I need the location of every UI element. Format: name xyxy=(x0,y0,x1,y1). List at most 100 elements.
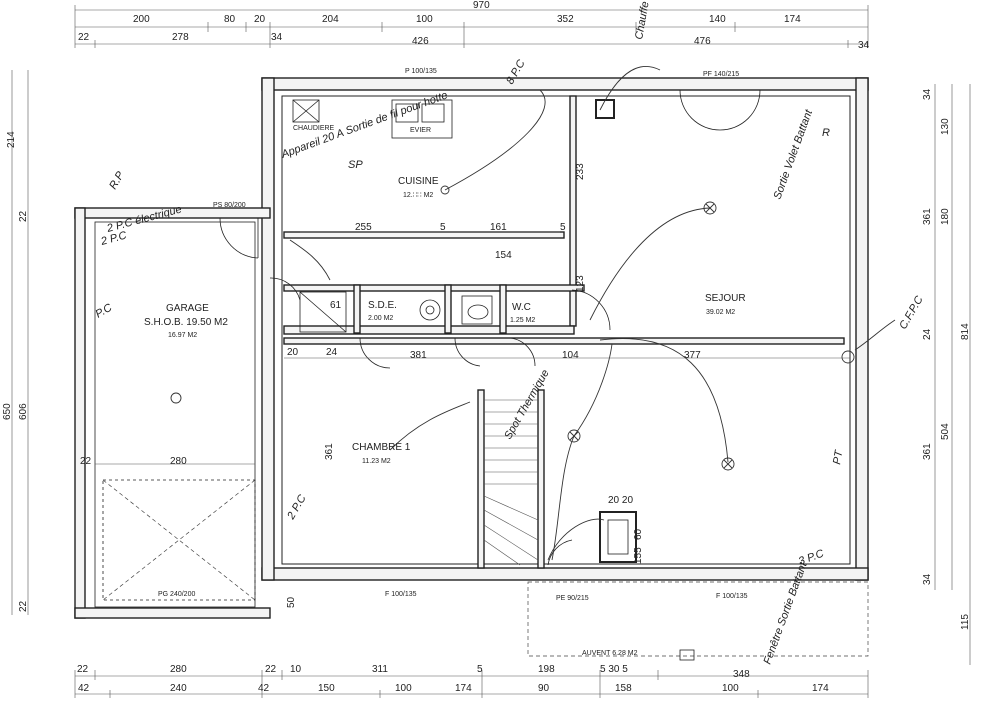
fixtures: CHAUDIERE EVIER 61 xyxy=(102,99,869,661)
annotation: P.C xyxy=(94,302,115,321)
dim-right: 180 xyxy=(940,208,951,225)
dim-interior: 61 xyxy=(330,300,342,311)
room-garage-area: 16.97 M2 xyxy=(168,332,197,339)
walls xyxy=(74,77,869,619)
dim-interior: 24 xyxy=(326,347,338,358)
dim-bottom: 22 xyxy=(265,664,277,675)
room-garage-shob: S.H.O.B. 19.50 M2 xyxy=(144,317,228,328)
dim-top: 34 xyxy=(271,32,283,43)
opening-label: P 100/135 xyxy=(405,68,437,75)
dim-bottom: 240 xyxy=(170,683,187,694)
dim-bottom: 10 xyxy=(290,664,302,675)
dim-right: 504 xyxy=(940,423,951,440)
dim-left: 22 xyxy=(80,456,92,467)
dim-top-total: 970 xyxy=(473,0,490,11)
annotation: Chauffe xyxy=(633,0,652,40)
dim-interior: 155 xyxy=(633,547,644,564)
dim-interior: 123 xyxy=(575,275,586,292)
dim-interior: 377 xyxy=(684,350,701,361)
room-sde-area: 2.00 M2 xyxy=(368,315,393,322)
dim-right: 115 xyxy=(960,614,971,630)
dim-bottom: 158 xyxy=(615,683,632,694)
dim-bottom: 174 xyxy=(455,683,472,694)
evier-label: EVIER xyxy=(410,127,431,134)
dim-top: 204 xyxy=(322,14,339,25)
annotation: R.P xyxy=(107,169,127,191)
dim-interior: 233 xyxy=(575,163,586,180)
dim-interior: 280 xyxy=(170,456,187,467)
dim-interior: 20 20 xyxy=(608,495,633,506)
dim-bottom: 22 xyxy=(77,664,89,675)
dim-bottom: 280 xyxy=(170,664,187,675)
room-cuisine-area: 12.∷∷ M2 xyxy=(403,192,433,199)
dim-right: 361 xyxy=(922,443,933,460)
dim-right: 361 xyxy=(922,208,933,225)
room-cuisine-name: CUISINE xyxy=(398,176,439,187)
dim-bottom: 348 xyxy=(733,669,750,680)
opening-label: F 100/135 xyxy=(385,591,417,598)
annotation: 3 P.C xyxy=(797,548,826,568)
dim-bottom: 174 xyxy=(812,683,829,694)
room-wc-name: W.C xyxy=(512,302,531,313)
dim-top: 278 xyxy=(172,32,189,43)
dim-top: 22 xyxy=(78,32,90,43)
room-wc-area: 1.25 M2 xyxy=(510,317,535,324)
dim-left: 214 xyxy=(6,131,17,148)
dim-top: 174 xyxy=(784,14,801,25)
dim-interior: 154 xyxy=(495,250,512,261)
dim-top: 352 xyxy=(557,14,574,25)
annotation: 2 P.C xyxy=(285,493,309,523)
opening-label: PF 140/215 xyxy=(703,71,739,78)
dim-interior: 5 xyxy=(440,222,446,233)
opening-label: PS 80/200 xyxy=(213,202,246,209)
dim-top: 140 xyxy=(709,14,726,25)
dim-top: 34 xyxy=(858,40,870,51)
dim-interior: 20 xyxy=(287,347,299,358)
chaudiere-label: CHAUDIERE xyxy=(293,125,335,132)
dim-bottom: 311 xyxy=(372,664,388,675)
dim-bottom: 90 xyxy=(538,683,550,694)
dim-bottom: 198 xyxy=(538,664,555,675)
dim-right: 24 xyxy=(922,328,933,340)
dim-top: 20 xyxy=(254,14,266,25)
dim-bottom: 100 xyxy=(722,683,739,694)
dim-left: 650 xyxy=(2,403,13,420)
annotation: SP xyxy=(348,159,363,171)
opening-label: F 100/135 xyxy=(716,593,748,600)
dim-interior: 50 xyxy=(286,596,297,608)
dim-bottom: 100 xyxy=(395,683,412,694)
dim-interior: 255 xyxy=(355,222,372,233)
room-sejour-name: SEJOUR xyxy=(705,293,746,304)
opening-label: PE 90/215 xyxy=(556,595,589,602)
annotation: PT xyxy=(831,448,845,465)
doors xyxy=(219,89,761,566)
auvent-label: AUVENT 6.28 M2 xyxy=(582,650,638,657)
dim-interior: 381 xyxy=(410,350,427,361)
annotation: Sortie Volet Battant xyxy=(772,107,816,201)
dim-interior: 60 xyxy=(633,528,644,540)
room-sejour-area: 39.02 M2 xyxy=(706,309,735,316)
dim-bottom: 5 xyxy=(477,664,483,675)
annotation: R xyxy=(822,127,830,139)
room-labels: CUISINE 12.∷∷ M2 SEJOUR 39.02 M2 GARAGE … xyxy=(144,176,746,465)
dim-right: 814 xyxy=(960,323,971,340)
dim-left: 22 xyxy=(18,600,29,612)
room-sde-name: S.D.E. xyxy=(368,300,397,311)
dim-left: 22 xyxy=(18,210,29,222)
dim-top: 200 xyxy=(133,14,150,25)
dim-interior: 361 xyxy=(324,443,335,460)
opening-labels: P 100/135 PF 140/215 PS 80/200 PG 240/20… xyxy=(158,68,748,602)
room-garage-name: GARAGE xyxy=(166,303,209,314)
dim-top: 80 xyxy=(224,14,236,25)
dim-top: 426 xyxy=(412,36,429,47)
dim-bottom: 42 xyxy=(78,683,90,694)
dim-top: 100 xyxy=(416,14,433,25)
dimension-lines: 970 200 80 20 204 100 352 140 174 22 278… xyxy=(2,0,971,698)
dim-top: 476 xyxy=(694,36,711,47)
annotation: C.F.P.C xyxy=(897,294,926,331)
dim-right: 34 xyxy=(922,573,933,585)
dim-bottom: 5 30 5 xyxy=(600,664,628,675)
dim-bottom: 150 xyxy=(318,683,335,694)
room-chambre-name: CHAMBRE 1 xyxy=(352,442,411,453)
